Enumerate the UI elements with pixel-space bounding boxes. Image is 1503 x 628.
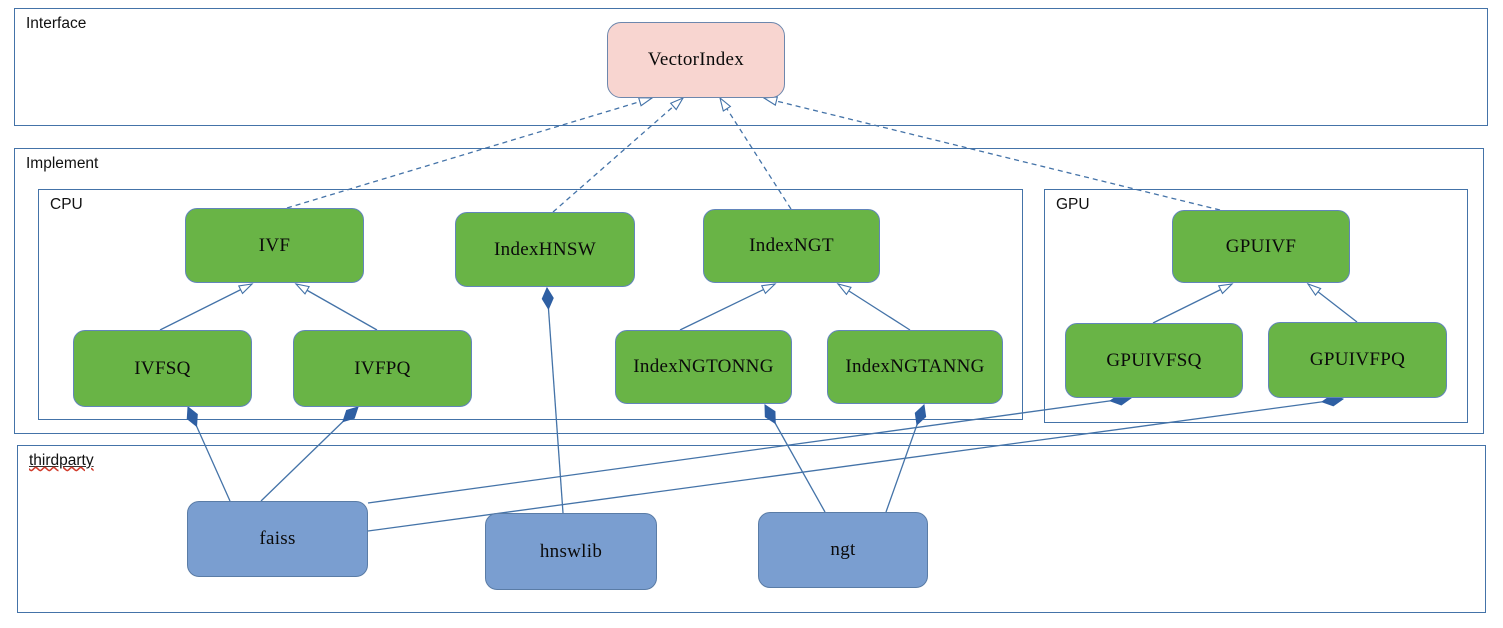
node-indexngtanng[interactable]: IndexNGTANNG: [827, 330, 1003, 404]
node-gpuivf[interactable]: GPUIVF: [1172, 210, 1350, 283]
node-gpuivfsq[interactable]: GPUIVFSQ: [1065, 323, 1243, 398]
container-label-implement: Implement: [26, 155, 99, 172]
node-faiss[interactable]: faiss: [187, 501, 368, 577]
node-label: VectorIndex: [647, 49, 745, 70]
node-label: hnswlib: [539, 540, 603, 562]
container-label-thirdparty: thirdparty: [29, 452, 94, 470]
container-label-text: thirdparty: [29, 452, 94, 469]
node-gpuivfpq[interactable]: GPUIVFPQ: [1268, 322, 1447, 398]
node-ngt[interactable]: ngt: [758, 512, 928, 588]
node-label: GPUIVF: [1225, 235, 1297, 257]
container-label-cpu: CPU: [50, 196, 83, 213]
node-vectorindex[interactable]: VectorIndex: [607, 22, 785, 98]
node-label: IVFPQ: [354, 357, 411, 379]
node-label: GPUIVFSQ: [1106, 349, 1202, 371]
node-ivfpq[interactable]: IVFPQ: [293, 330, 472, 407]
node-label: IndexNGTANNG: [845, 356, 985, 377]
node-label: IndexNGT: [749, 235, 834, 256]
node-label: IVFSQ: [134, 357, 191, 379]
node-ivfsq[interactable]: IVFSQ: [73, 330, 252, 407]
node-label: IndexNGTONNG: [633, 356, 774, 377]
node-indexngtonng[interactable]: IndexNGTONNG: [615, 330, 792, 404]
node-label: IndexHNSW: [494, 238, 596, 260]
node-indexngt[interactable]: IndexNGT: [703, 209, 880, 283]
node-ivf[interactable]: IVF: [185, 208, 364, 283]
node-label: faiss: [259, 528, 296, 549]
node-label: IVF: [258, 234, 291, 256]
container-label-interface: Interface: [26, 15, 87, 32]
node-label: GPUIVFPQ: [1309, 349, 1406, 370]
node-label: ngt: [830, 539, 856, 560]
node-indexhnsw[interactable]: IndexHNSW: [455, 212, 635, 287]
container-label-gpu: GPU: [1056, 196, 1090, 213]
node-hnswlib[interactable]: hnswlib: [485, 513, 657, 590]
